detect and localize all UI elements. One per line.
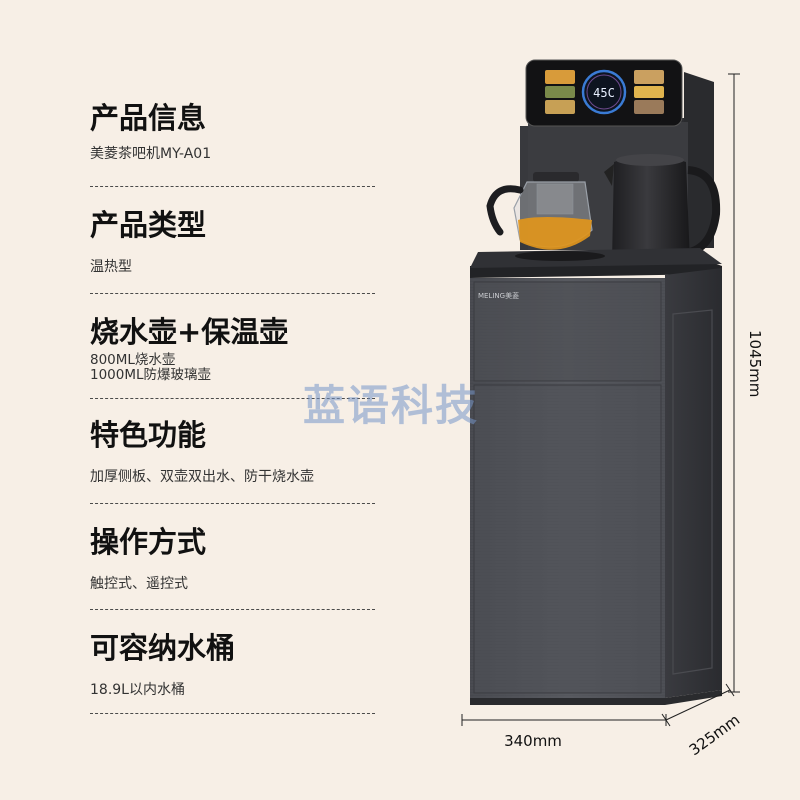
spec-product-type: 产品类型 温热型 (90, 208, 375, 275)
spec-bucket: 可容纳水桶 18.9L以内水桶 (90, 631, 375, 698)
spec-operation: 操作方式 触控式、遥控式 (90, 525, 375, 592)
panel-icon (634, 100, 664, 114)
spec-desc: 温热型 (90, 259, 132, 275)
width-label: 340mm (504, 732, 562, 750)
temperature-dial (581, 69, 627, 115)
touch-panel: 45C (525, 59, 683, 127)
divider (90, 503, 375, 504)
counter-top (470, 248, 722, 278)
spec-title: 特色功能 (90, 418, 207, 452)
panel-icon (634, 86, 664, 98)
spec-title: 操作方式 (90, 525, 207, 559)
height-label: 1045mm (746, 330, 764, 397)
spec-desc: 美菱茶吧机MY-A01 (90, 146, 212, 162)
cabinet: MELING美菱 (470, 268, 722, 705)
panel-icon (545, 70, 575, 84)
spec-kettles: 烧水壶+保温壶 800ML烧水壶 1000ML防爆玻璃壶 (90, 318, 375, 383)
spec-list: 产品信息 美菱茶吧机MY-A01 产品类型 温热型 烧水壶+保温壶 800ML烧… (90, 101, 375, 714)
watermark: 蓝语科技 (303, 381, 480, 430)
panel-icon (634, 70, 664, 84)
dimension-width: 340mm (461, 714, 667, 750)
dimension-height: 1045mm (728, 73, 764, 693)
panel-icon (545, 100, 575, 114)
spec-desc-line-2: 1000ML防爆玻璃壶 (90, 367, 212, 383)
spec-title: 产品信息 (90, 101, 207, 135)
divider (90, 293, 375, 294)
glass-teapot (486, 172, 593, 250)
brand-logo: MELING美菱 (478, 291, 519, 300)
spec-desc: 18.9L以内水桶 (90, 682, 185, 698)
spec-title: 可容纳水桶 (90, 631, 236, 665)
spec-desc-line-1: 800ML烧水壶 (90, 352, 176, 368)
divider (90, 398, 375, 399)
divider (90, 713, 375, 714)
depth-label: 325mm (686, 711, 743, 760)
spec-features: 特色功能 加厚侧板、双壶双出水、防干烧水壶 (90, 418, 375, 485)
spec-desc: 加厚侧板、双壶双出水、防干烧水壶 (90, 469, 314, 485)
temperature-readout: 45C (593, 86, 615, 100)
spec-title: 产品类型 (90, 208, 207, 242)
spec-title: 烧水壶+保温壶 (90, 315, 289, 349)
spec-product-info: 产品信息 美菱茶吧机MY-A01 (90, 101, 375, 162)
panel-icon (545, 86, 575, 98)
spec-desc: 触控式、遥控式 (90, 576, 188, 592)
divider (90, 186, 375, 187)
divider (90, 609, 375, 610)
